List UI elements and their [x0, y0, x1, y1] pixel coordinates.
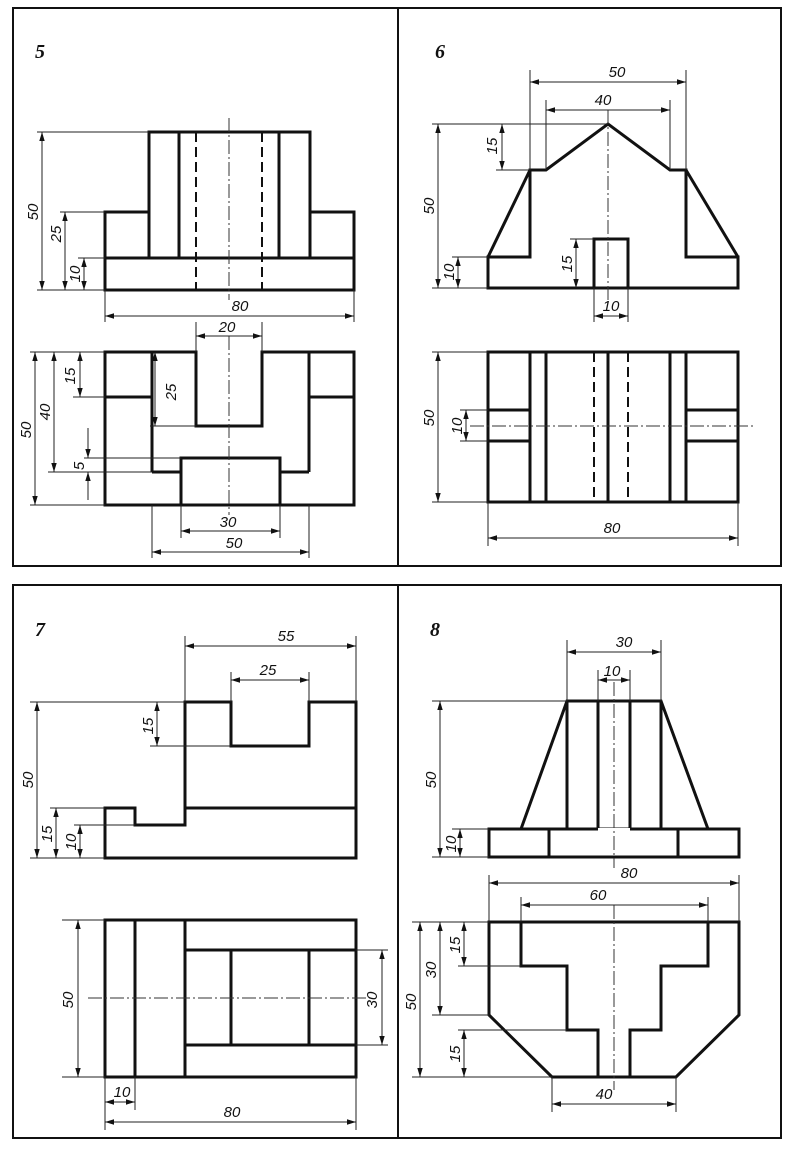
dim-label: 30 — [616, 634, 633, 651]
front-view — [103, 118, 356, 300]
dim-label: 15 — [484, 137, 501, 154]
front-view — [487, 682, 741, 868]
dim-label: 10 — [443, 835, 460, 852]
top-view — [487, 905, 741, 1090]
front-dimensions: 30 10 50 10 — [423, 634, 662, 858]
dim-label: 60 — [590, 887, 607, 904]
top-dimensions: 50 10 80 — [421, 351, 739, 546]
dim-label: 20 — [218, 319, 236, 336]
dim-label: 15 — [140, 717, 157, 734]
dim-label: 15 — [39, 825, 56, 842]
dim-label: 40 — [596, 1086, 613, 1103]
dim-label: 15 — [447, 936, 464, 953]
dim-label: 50 — [421, 409, 438, 426]
dim-label: 55 — [278, 628, 295, 645]
top-dimensions: 50 30 10 80 — [60, 919, 388, 1130]
problem-number: 6 — [435, 41, 445, 63]
dim-label: 80 — [224, 1104, 241, 1121]
dim-label: 15 — [62, 367, 79, 384]
top-dimensions: 20 15 50 40 25 5 30 — [18, 319, 310, 558]
dim-label: 10 — [603, 298, 620, 315]
dim-label: 80 — [604, 520, 621, 537]
dim-label: 50 — [423, 771, 440, 788]
top-view — [470, 350, 755, 504]
top-dimensions: 80 60 50 15 30 15 40 — [403, 865, 740, 1112]
dim-label: 50 — [25, 203, 42, 220]
dim-label: 50 — [18, 421, 35, 438]
front-view — [486, 110, 740, 300]
dim-label: 50 — [421, 197, 438, 214]
problem-6: 6 50 40 15 50 10 — [421, 41, 755, 546]
dim-label: 5 — [71, 461, 88, 470]
front-dimensions: 55 25 15 50 15 10 — [20, 628, 357, 859]
problem-7: 7 55 25 15 50 15 — [20, 619, 388, 1130]
dim-label: 25 — [163, 383, 180, 401]
front-dimensions: 50 40 15 50 10 15 10 — [421, 64, 687, 322]
front-dimensions: 50 25 10 80 — [25, 131, 355, 322]
dim-label: 50 — [60, 991, 77, 1008]
dim-label: 10 — [114, 1084, 131, 1101]
problem-number: 7 — [35, 619, 46, 641]
dim-label: 15 — [447, 1045, 464, 1062]
dim-label: 40 — [37, 403, 54, 420]
dim-label: 50 — [226, 535, 243, 552]
dim-label: 30 — [364, 991, 381, 1008]
dim-label: 50 — [609, 64, 626, 81]
top-view — [103, 336, 356, 515]
dim-label: 10 — [441, 263, 458, 280]
dim-label: 80 — [621, 865, 638, 882]
problem-number: 5 — [35, 41, 45, 63]
dim-label: 10 — [67, 265, 84, 282]
dim-label: 50 — [20, 771, 37, 788]
dim-label: 40 — [595, 92, 612, 109]
dim-label: 25 — [259, 662, 277, 679]
dim-label: 80 — [232, 298, 249, 315]
dim-label: 15 — [559, 255, 576, 272]
dim-label: 10 — [449, 417, 466, 434]
dim-label: 25 — [48, 225, 65, 243]
dim-label: 50 — [403, 993, 420, 1010]
dim-label: 30 — [423, 961, 440, 978]
dim-label: 30 — [220, 514, 237, 531]
dim-label: 10 — [604, 663, 621, 680]
problem-5: 5 50 25 10 80 — [18, 41, 356, 558]
top-view — [88, 918, 372, 1079]
problem-8: 8 30 10 50 — [403, 619, 741, 1112]
problem-number: 8 — [430, 619, 440, 641]
dim-label: 10 — [63, 833, 80, 850]
